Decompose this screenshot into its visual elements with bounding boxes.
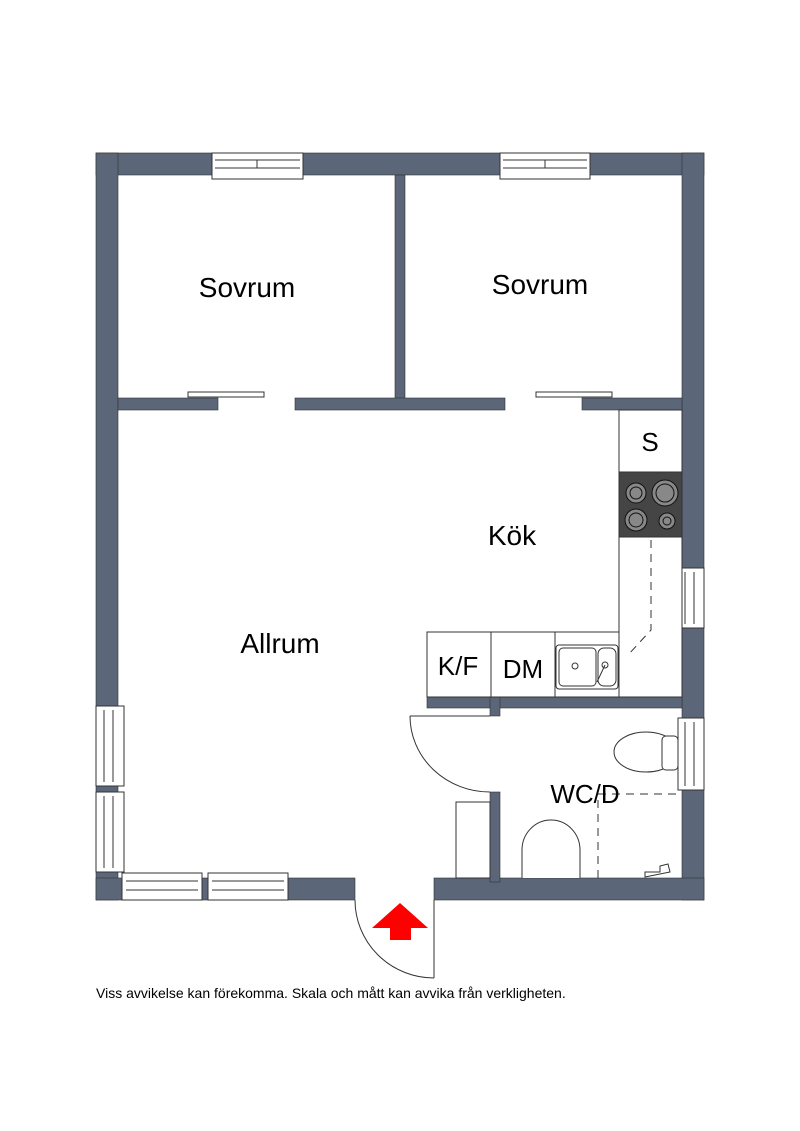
- bathroom-door: [409, 715, 491, 793]
- label-storage: S: [641, 427, 658, 457]
- label-bedroom-2: Sovrum: [492, 269, 588, 300]
- window: [95, 705, 125, 787]
- sliding-door: [187, 391, 265, 398]
- wall-bathroom-top: [426, 696, 683, 709]
- window: [677, 717, 705, 791]
- wall-left: [95, 152, 119, 901]
- label-kitchen: Kök: [488, 520, 537, 551]
- label-fridge-freezer: K/F: [438, 651, 478, 681]
- cabinet: [455, 801, 491, 879]
- counter-edge-dashed: [627, 540, 652, 656]
- doors: [187, 391, 613, 979]
- label-bedroom-1: Sovrum: [199, 272, 295, 303]
- window: [499, 152, 591, 180]
- sink: [555, 644, 619, 690]
- wall-bedroom-2-b: [581, 397, 683, 411]
- wall-bathroom-left: [489, 791, 501, 883]
- kitchen-fixtures: [426, 409, 683, 698]
- room-labels: Sovrum Sovrum Kök Allrum S K/F DM WC/D: [199, 269, 659, 809]
- windows: [95, 152, 705, 901]
- label-bathroom: WC/D: [550, 779, 619, 809]
- window: [207, 872, 289, 901]
- disclaimer-text: Viss avvikelse kan förekomma. Skala och …: [96, 985, 566, 1001]
- entrance-door: [354, 899, 435, 979]
- toilet: [613, 731, 679, 773]
- wall-bathroom-stub: [489, 696, 501, 717]
- shower-area-dashed: [597, 793, 678, 878]
- window: [121, 872, 203, 901]
- washbasin: [521, 819, 581, 878]
- wall-bottom-right: [433, 877, 705, 901]
- label-dishwasher: DM: [503, 654, 543, 684]
- wall-bedroom-divider: [394, 174, 406, 406]
- window: [211, 152, 304, 180]
- entrance-arrow-icon: [372, 903, 428, 940]
- window: [95, 791, 125, 873]
- wall-bedroom-mid: [294, 397, 506, 411]
- wall-bedroom-1-a: [117, 397, 219, 411]
- bathroom-fixtures: [455, 731, 679, 879]
- label-living-room: Allrum: [240, 628, 319, 659]
- wall-top: [95, 152, 705, 176]
- stove-burners: [624, 479, 679, 532]
- sliding-door: [535, 391, 613, 398]
- storage-box: [618, 409, 683, 473]
- shower-mixer: [644, 863, 671, 878]
